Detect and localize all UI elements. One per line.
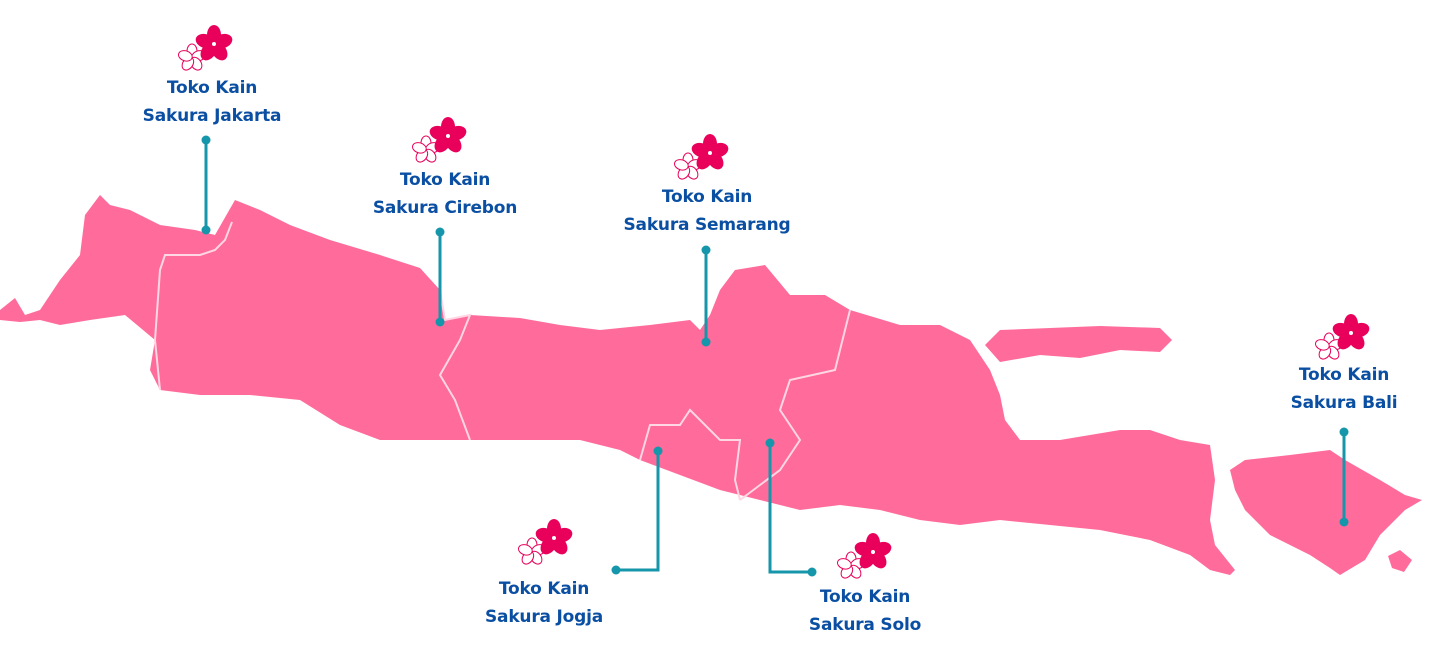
store-name: Sakura Jogja (485, 607, 603, 627)
sakura-flower-icon (835, 532, 895, 582)
store-label-line1: Toko Kain (498, 579, 590, 599)
sakura-flower-icon (410, 116, 470, 166)
location-pins (201, 135, 1349, 577)
store-label-line1: Toko Kain (1298, 365, 1390, 385)
sakura-flower-icon (516, 518, 576, 568)
store-name: Sakura Semarang (623, 215, 791, 235)
bali-island (1230, 450, 1422, 575)
store-name: Sakura Solo (808, 615, 922, 635)
sakura-flower-icon (672, 133, 732, 183)
store-label-line1: Toko Kain (661, 187, 753, 207)
nusa-penida-island (1388, 550, 1412, 572)
java-island (0, 195, 1235, 575)
madura-island (985, 326, 1172, 362)
sakura-flower-icon (1313, 313, 1373, 363)
store-label-line1: Toko Kain (399, 170, 491, 190)
province-borders (153, 221, 851, 501)
store-label-line1: Toko Kain (166, 78, 258, 98)
sakura-flower-icon (176, 24, 236, 74)
store-name: Sakura Bali (1290, 393, 1398, 413)
store-label-line1: Toko Kain (819, 587, 911, 607)
store-name: Sakura Cirebon (372, 198, 518, 218)
pin-lines (204, 140, 1346, 574)
store-name: Sakura Jakarta (142, 106, 282, 126)
